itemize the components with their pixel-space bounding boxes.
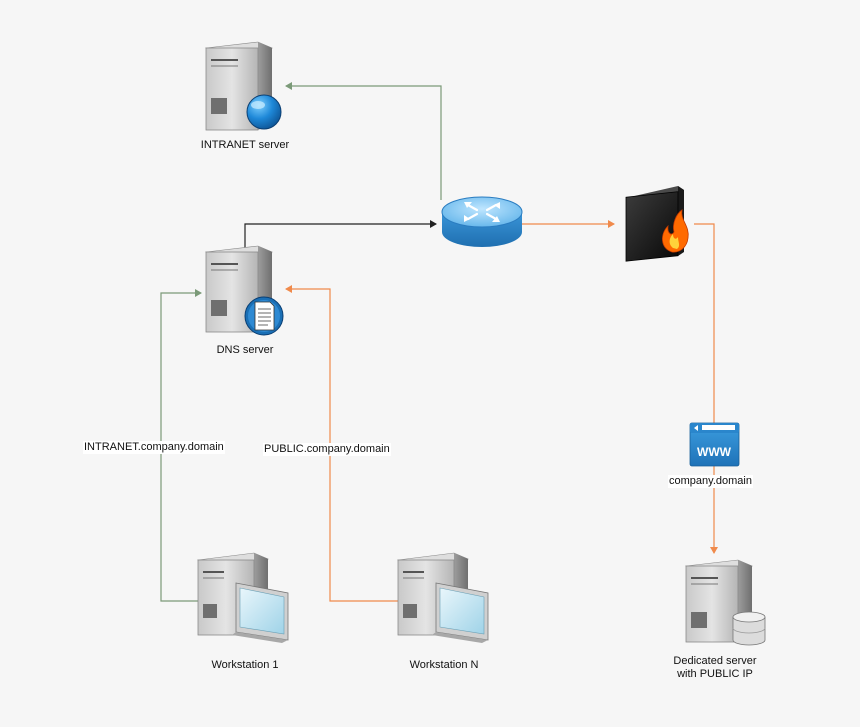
router-icon[interactable] xyxy=(441,196,523,247)
intranet-query-label: INTRANET.company.domain xyxy=(83,441,225,454)
website-label: company.domain xyxy=(668,475,753,488)
database-icon xyxy=(732,611,766,646)
intranet-server-icon[interactable] xyxy=(204,41,282,131)
workstation-n-icon[interactable] xyxy=(396,552,489,643)
public-query-label: PUBLIC.company.domain xyxy=(263,443,391,456)
firewall-icon[interactable] xyxy=(625,186,689,262)
workstation-1-icon[interactable] xyxy=(196,552,289,643)
website-icon[interactable]: WWW xyxy=(689,422,740,467)
edge-dns-to-router xyxy=(244,220,437,250)
edge-firewall-to-dedicated xyxy=(694,223,718,554)
dns-server-label: DNS server xyxy=(216,344,274,356)
workstation-n-label: Workstation N xyxy=(409,659,479,671)
intranet-server-label: INTRANET server xyxy=(200,139,290,151)
www-badge: WWW xyxy=(697,445,732,459)
document-icon xyxy=(254,301,275,331)
dedicated-server-icon[interactable] xyxy=(684,559,766,646)
edge-router-to-intranet xyxy=(285,82,442,200)
dedicated-server-label: Dedicated server with PUBLIC IP xyxy=(660,655,770,681)
dns-server-icon[interactable] xyxy=(204,245,284,336)
dedicated-server-label-line2: with PUBLIC IP xyxy=(677,668,753,680)
dedicated-server-label-line1: Dedicated server xyxy=(673,655,757,667)
workstation-1-label: Workstation 1 xyxy=(211,659,279,671)
